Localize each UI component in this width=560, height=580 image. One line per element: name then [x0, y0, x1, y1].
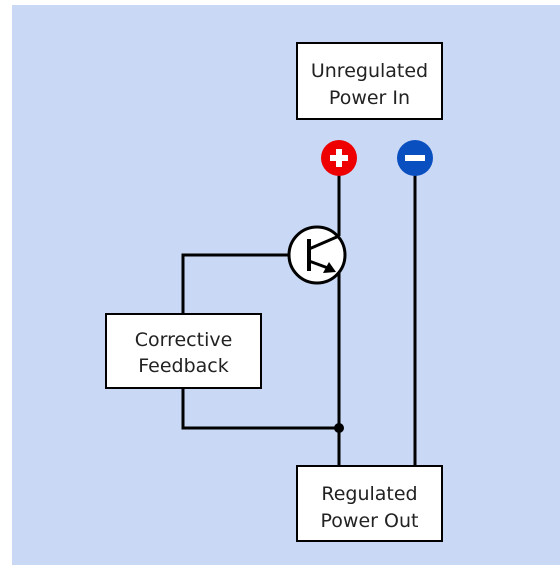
- corrective-feedback-box: Corrective Feedback: [105, 313, 262, 389]
- wire-feedback-to-base: [181, 253, 296, 314]
- junction-dot-icon: [334, 423, 344, 433]
- plus-terminal-icon: [321, 140, 357, 176]
- feedback-label-line1: Corrective: [135, 329, 233, 351]
- wires: [181, 172, 417, 466]
- unregulated-label-line2: Power In: [329, 87, 410, 109]
- feedback-label-line2: Feedback: [138, 355, 228, 377]
- regulated-label-line2: Power Out: [321, 510, 419, 532]
- wire-feedback-to-junction: [181, 388, 339, 430]
- npn-transistor-icon: [287, 225, 347, 285]
- regulated-power-out-box: Regulated Power Out: [296, 465, 443, 542]
- regulated-label-line1: Regulated: [321, 483, 417, 505]
- minus-terminal-icon: [397, 140, 433, 176]
- unregulated-power-in-box: Unregulated Power In: [296, 42, 443, 120]
- unregulated-label-line1: Unregulated: [311, 60, 428, 82]
- diagram-background: [12, 5, 560, 565]
